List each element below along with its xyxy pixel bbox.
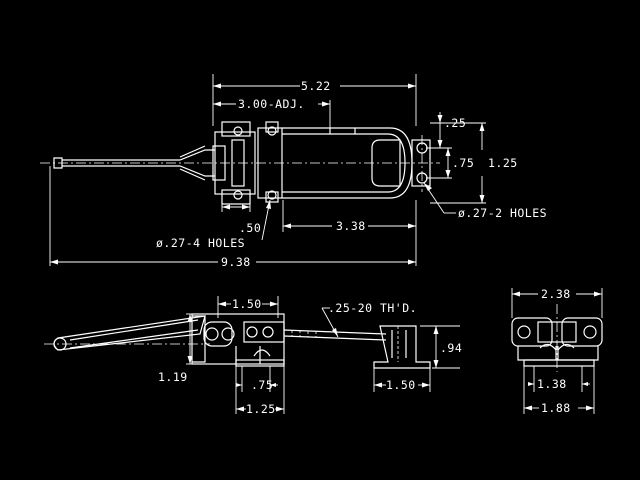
dim-text-1-19: 1.19: [158, 370, 188, 384]
dim-text-side-1-50: 1.50: [232, 297, 262, 311]
dim-text-1-25: 1.25: [488, 156, 518, 170]
dim-overall-adjusted-length: 5.22: [212, 74, 417, 126]
dim-side-base-length: 1.50: [217, 296, 279, 318]
dim-text-side-1-25: 1.25: [246, 402, 276, 416]
dim-end-overall-width: 2.38: [511, 287, 603, 318]
dim-text-3-38: 3.38: [336, 219, 366, 233]
dim-text-0-50: .50: [239, 221, 261, 235]
callout-text-base-holes: ø.27-4 HOLES: [156, 236, 245, 250]
dim-base-hole-pitch: .75: [236, 366, 278, 392]
dim-text-catch-1-50: 1.50: [386, 378, 416, 392]
dim-text-0-25: .25: [444, 116, 466, 130]
dim-base-to-end: 3.38: [282, 200, 417, 233]
dim-text-side-0-75: .75: [251, 378, 273, 392]
dim-text-9-38: 9.38: [221, 255, 251, 269]
handle: [53, 145, 215, 181]
dim-base-hole-spacing: .50: [221, 198, 261, 235]
dim-pivot-height: 1.19: [158, 313, 196, 384]
callout-thread: .25-20 TH'D.: [321, 301, 417, 338]
dim-overall-length: 9.38: [49, 166, 417, 269]
side-catch: [373, 325, 431, 369]
dim-end-base-width: 1.88: [523, 366, 595, 415]
dim-text-3-00-adj: 3.00-ADJ.: [238, 97, 305, 111]
dim-adjustment: 3.00-ADJ.: [213, 97, 331, 128]
side-view: 1.50 .25-20 TH'D. .94 1.19: [44, 296, 462, 416]
dim-text-0-94: .94: [440, 341, 462, 355]
dim-text-2-38: 2.38: [541, 287, 571, 301]
dim-end-inner-width: 1.38: [528, 366, 590, 392]
dim-hook-height: .94: [420, 325, 462, 369]
callout-base-holes: ø.27-4 HOLES: [156, 199, 271, 250]
dim-base-length-bottom: 1.25: [235, 366, 285, 416]
side-base: [191, 313, 285, 367]
dim-right-vertical: .25 .75 1.25: [426, 112, 518, 204]
dim-text-5-22: 5.22: [301, 79, 331, 93]
dim-text-1-88: 1.88: [541, 401, 571, 415]
dim-text-1-38: 1.38: [537, 377, 567, 391]
dim-catch-length: 1.50: [373, 368, 431, 392]
side-handle: [53, 315, 206, 363]
end-view: 2.38 1.38 1.88: [511, 287, 603, 415]
callout-text-end-holes: ø.27-2 HOLES: [458, 206, 547, 220]
callout-text-thread: .25-20 TH'D.: [328, 301, 417, 315]
top-view: 5.22 3.00-ADJ. .25 .75: [40, 74, 547, 269]
link-plates: [257, 121, 283, 203]
dim-text-0-75: .75: [452, 156, 474, 170]
callout-end-holes: ø.27-2 HOLES: [423, 182, 547, 220]
